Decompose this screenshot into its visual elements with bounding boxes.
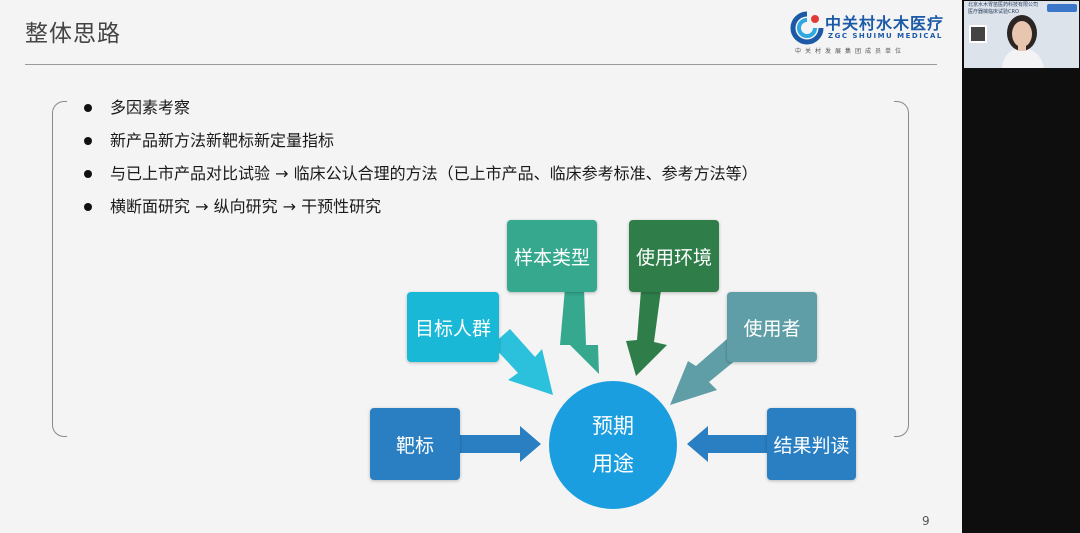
meeting-sidebar: 北京水木胃苗医药科技有限公司 医疗器械临床试验CRO (962, 0, 1080, 533)
node-intended-use: 预期 用途 (549, 381, 677, 509)
node-target: 靶标 (370, 408, 460, 480)
node-label: 靶标 (396, 431, 434, 458)
arrow-sample-type (560, 288, 599, 374)
node-label: 目标人群 (415, 314, 491, 341)
presenter-avatar (964, 1, 1079, 68)
node-sample-type: 样本类型 (507, 220, 597, 292)
arrow-target (460, 426, 541, 462)
node-label: 使用环境 (636, 243, 712, 270)
node-label: 样本类型 (514, 243, 590, 270)
node-target-population: 目标人群 (407, 292, 499, 362)
arrow-use-environment (626, 290, 667, 376)
center-label-line2: 用途 (592, 445, 634, 483)
webcam-thumbnail[interactable]: 北京水木胃苗医药科技有限公司 医疗器械临床试验CRO (964, 1, 1079, 68)
center-label-line1: 预期 (592, 407, 634, 445)
node-use-environment: 使用环境 (629, 220, 719, 292)
node-user: 使用者 (727, 292, 817, 362)
arrow-result-interpretation (687, 426, 767, 462)
node-label: 使用者 (743, 314, 800, 341)
page-number: 9 (922, 514, 930, 528)
arrow-target-population (492, 329, 553, 395)
node-label: 结果判读 (773, 431, 849, 458)
node-result-interpretation: 结果判读 (767, 408, 856, 480)
presentation-slide: 整体思路 中关村水木医疗 ZGC SHUIMU MEDICAL 中关村发展集团成… (0, 0, 962, 533)
